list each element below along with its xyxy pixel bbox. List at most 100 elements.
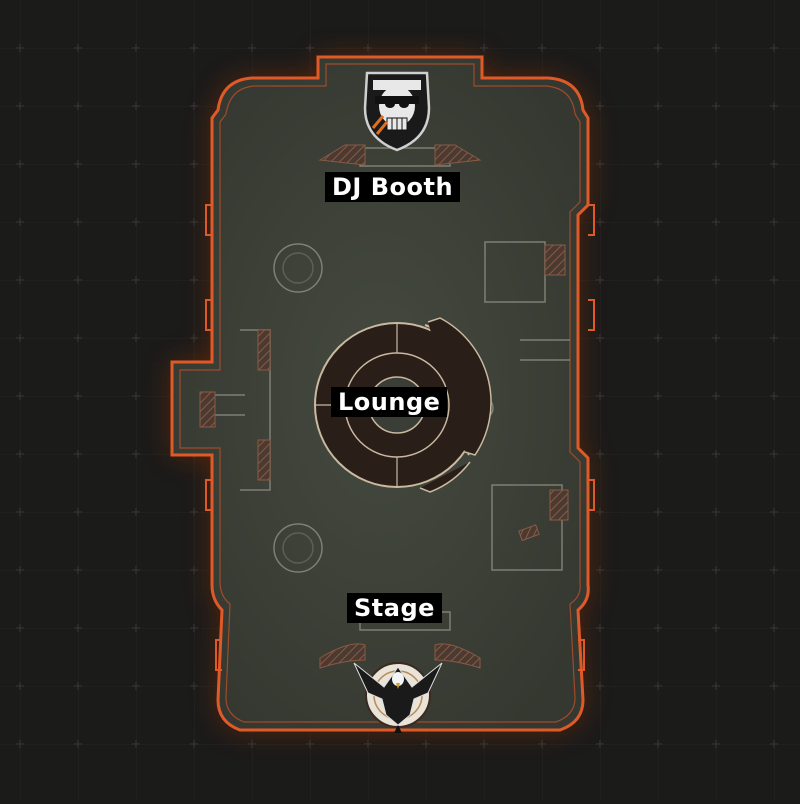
grid-cross xyxy=(654,682,662,690)
area-label-stage: Stage xyxy=(347,593,442,623)
grid-cross xyxy=(770,682,778,690)
grid-cross xyxy=(596,450,604,458)
eagle-faction-emblem-icon xyxy=(353,662,443,733)
grid-cross xyxy=(132,160,140,168)
grid-cross xyxy=(712,566,720,574)
grid-cross xyxy=(654,450,662,458)
grid-cross xyxy=(190,44,198,52)
grid-cross xyxy=(16,740,24,748)
grid-cross xyxy=(16,392,24,400)
grid-cross xyxy=(770,334,778,342)
grid-cross xyxy=(712,450,720,458)
area-label-lounge: Lounge xyxy=(331,387,448,417)
grid-cross xyxy=(74,682,82,690)
grid-cross xyxy=(190,508,198,516)
grid-cross xyxy=(770,508,778,516)
grid-cross xyxy=(770,218,778,226)
grid-cross xyxy=(770,740,778,748)
grid-cross xyxy=(770,160,778,168)
grid-cross xyxy=(596,624,604,632)
grid-cross xyxy=(190,682,198,690)
area-label-dj-booth: DJ Booth xyxy=(325,172,461,202)
grid-cross xyxy=(654,102,662,110)
grid-cross xyxy=(712,392,720,400)
grid-cross xyxy=(74,566,82,574)
grid-cross xyxy=(422,44,430,52)
grid-cross xyxy=(16,566,24,574)
grid-cross xyxy=(480,44,488,52)
grid-cross xyxy=(74,102,82,110)
grid-cross xyxy=(654,740,662,748)
grid-cross xyxy=(74,392,82,400)
grid-cross xyxy=(596,44,604,52)
grid-cross xyxy=(538,44,546,52)
grid-cross xyxy=(132,624,140,632)
grid-cross xyxy=(770,450,778,458)
grid-cross xyxy=(770,624,778,632)
grid-cross xyxy=(422,740,430,748)
grid-cross xyxy=(132,450,140,458)
grid-cross xyxy=(16,682,24,690)
grid-cross xyxy=(712,624,720,632)
grid-cross xyxy=(654,334,662,342)
grid-cross xyxy=(712,334,720,342)
grid-cross xyxy=(190,624,198,632)
grid-cross xyxy=(712,218,720,226)
grid-cross xyxy=(16,334,24,342)
grid-cross xyxy=(132,682,140,690)
grid-cross xyxy=(74,450,82,458)
grid-cross xyxy=(132,44,140,52)
grid-cross xyxy=(770,566,778,574)
grid-cross xyxy=(654,160,662,168)
hatched-blocks xyxy=(199,144,569,669)
grid-cross xyxy=(190,160,198,168)
grid-cross xyxy=(770,44,778,52)
grid-cross xyxy=(712,740,720,748)
grid-cross xyxy=(132,334,140,342)
grid-cross xyxy=(596,160,604,168)
grid-cross xyxy=(596,392,604,400)
grid-cross xyxy=(364,740,372,748)
grid-cross xyxy=(74,740,82,748)
grid-cross xyxy=(306,740,314,748)
grid-cross xyxy=(248,740,256,748)
grid-cross xyxy=(654,218,662,226)
grid-cross xyxy=(770,392,778,400)
grid-cross xyxy=(16,624,24,632)
grid-cross xyxy=(654,44,662,52)
grid-cross xyxy=(596,276,604,284)
grid-cross xyxy=(74,218,82,226)
grid-cross xyxy=(16,508,24,516)
grid-cross xyxy=(654,508,662,516)
grid-cross xyxy=(190,740,198,748)
grid-cross xyxy=(654,624,662,632)
grid-cross xyxy=(132,392,140,400)
grid-cross xyxy=(16,450,24,458)
grid-cross xyxy=(712,44,720,52)
grid-cross xyxy=(190,102,198,110)
grid-cross xyxy=(74,508,82,516)
grid-cross xyxy=(596,566,604,574)
grid-cross xyxy=(190,218,198,226)
grid-cross xyxy=(712,276,720,284)
grid-cross xyxy=(74,276,82,284)
grid-cross xyxy=(132,740,140,748)
grid-cross xyxy=(132,218,140,226)
grid-cross xyxy=(74,334,82,342)
grid-cross xyxy=(132,508,140,516)
grid-cross xyxy=(16,160,24,168)
grid-cross xyxy=(132,102,140,110)
grid-cross xyxy=(190,334,198,342)
grid-cross xyxy=(132,276,140,284)
grid-cross xyxy=(654,276,662,284)
edge-notches xyxy=(205,204,595,671)
grid-cross xyxy=(16,276,24,284)
grid-cross xyxy=(712,160,720,168)
grid-cross xyxy=(16,218,24,226)
grid-cross xyxy=(596,102,604,110)
grid-cross xyxy=(654,566,662,574)
grid-cross xyxy=(190,566,198,574)
grid-cross xyxy=(770,102,778,110)
grid-cross xyxy=(74,44,82,52)
